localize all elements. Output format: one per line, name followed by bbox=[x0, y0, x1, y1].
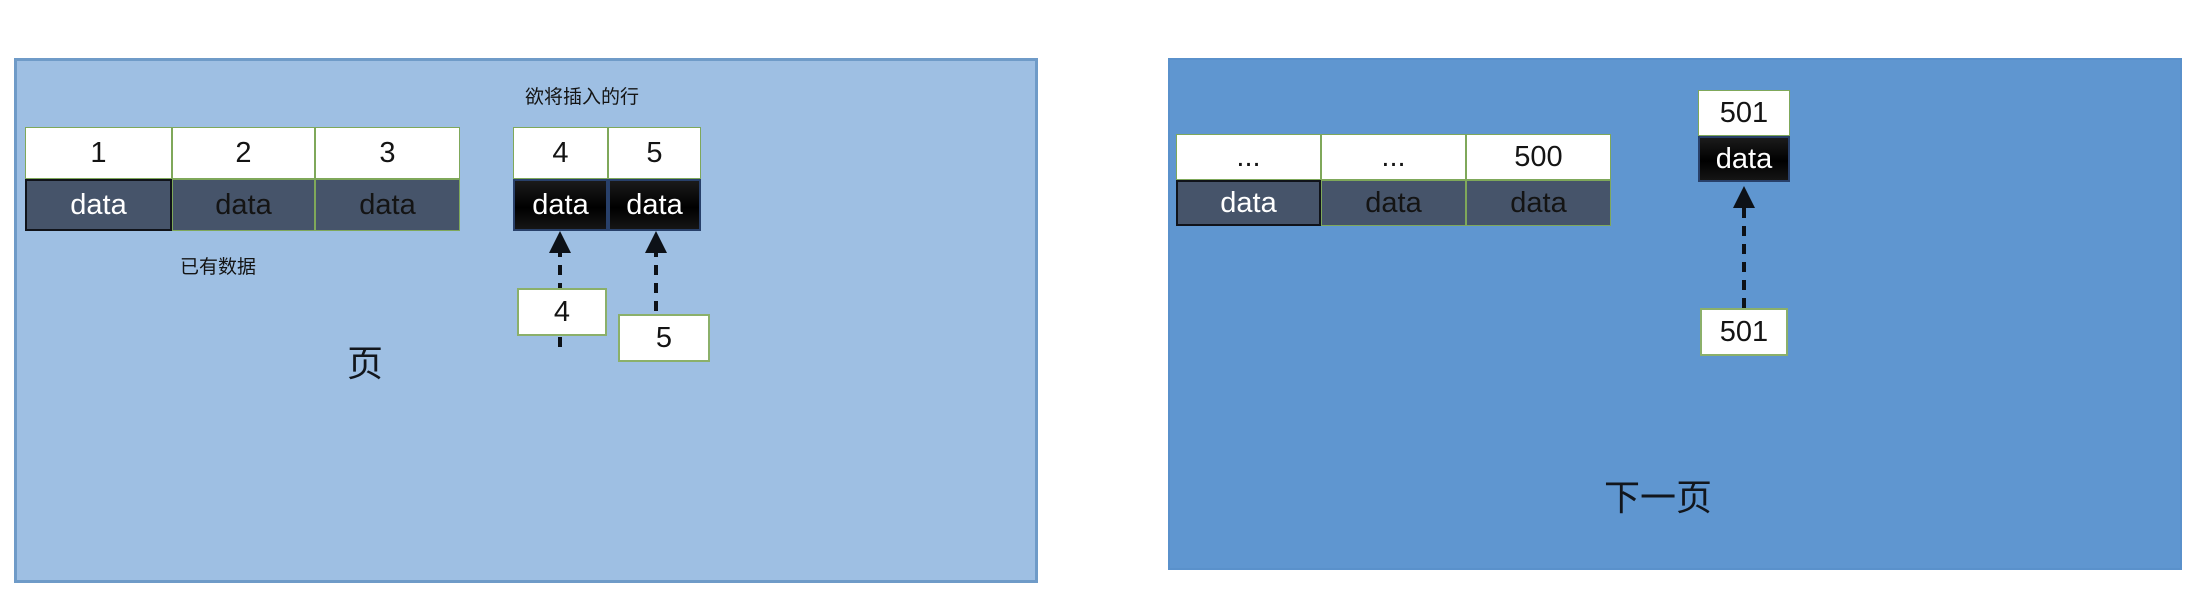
row-id-cell: 501 bbox=[1698, 90, 1790, 136]
row-id-cell: 5 bbox=[608, 127, 701, 179]
row-data-cell: data bbox=[513, 179, 608, 231]
insert-arrow-group-right bbox=[1733, 186, 1755, 308]
table-column: ... data bbox=[1176, 134, 1321, 226]
row-id-cell: ... bbox=[1321, 134, 1466, 180]
row-id-cell: ... bbox=[1176, 134, 1321, 180]
insert-arrow-group-left bbox=[549, 231, 667, 347]
row-id-cell: 4 bbox=[513, 127, 608, 179]
page-panel-current: 1 data 2 data 3 data 已有数据 欲将插入的行 4 data … bbox=[14, 58, 1038, 583]
row-id-cell: 500 bbox=[1466, 134, 1611, 180]
row-data-cell: data bbox=[1176, 180, 1321, 226]
page-caption: 页 bbox=[347, 343, 384, 384]
arrow-head-icon bbox=[549, 231, 571, 253]
arrow-head-icon bbox=[645, 231, 667, 253]
source-value-box: 501 bbox=[1700, 308, 1788, 356]
existing-rows-table-left: 1 data 2 data 3 data bbox=[25, 127, 460, 231]
table-column: 3 data bbox=[315, 127, 460, 231]
existing-data-label: 已有数据 bbox=[180, 257, 257, 278]
page-caption: 下一页 bbox=[1604, 477, 1713, 518]
row-data-cell: data bbox=[1321, 180, 1466, 226]
table-column: 2 data bbox=[172, 127, 315, 231]
table-column: 500 data bbox=[1466, 134, 1611, 226]
row-data-cell: data bbox=[1698, 136, 1790, 182]
arrow-head-icon bbox=[1733, 186, 1755, 208]
row-data-cell: data bbox=[315, 179, 460, 231]
insert-rows-table-left: 4 data 5 data bbox=[513, 127, 701, 231]
row-data-cell: data bbox=[172, 179, 315, 231]
row-data-cell: data bbox=[608, 179, 701, 231]
insert-rows-table-right: 501 data bbox=[1698, 90, 1790, 182]
row-id-cell: 3 bbox=[315, 127, 460, 179]
row-id-cell: 2 bbox=[172, 127, 315, 179]
source-value-box: 4 bbox=[517, 288, 607, 336]
existing-rows-table-right-main: ... data ... data 500 data bbox=[1176, 134, 1611, 226]
page-panel-next: ... data ... data 500 data 501 data bbox=[1168, 58, 2182, 570]
rows-to-insert-label: 欲将插入的行 bbox=[525, 87, 640, 108]
source-value-box: 5 bbox=[618, 314, 710, 362]
table-column: 501 data bbox=[1698, 90, 1790, 182]
table-column: ... data bbox=[1321, 134, 1466, 226]
row-id-cell: 1 bbox=[25, 127, 172, 179]
table-column: 4 data bbox=[513, 127, 608, 231]
row-data-cell: data bbox=[25, 179, 172, 231]
table-column: 5 data bbox=[608, 127, 701, 231]
row-data-cell: data bbox=[1466, 180, 1611, 226]
table-column: 1 data bbox=[25, 127, 172, 231]
